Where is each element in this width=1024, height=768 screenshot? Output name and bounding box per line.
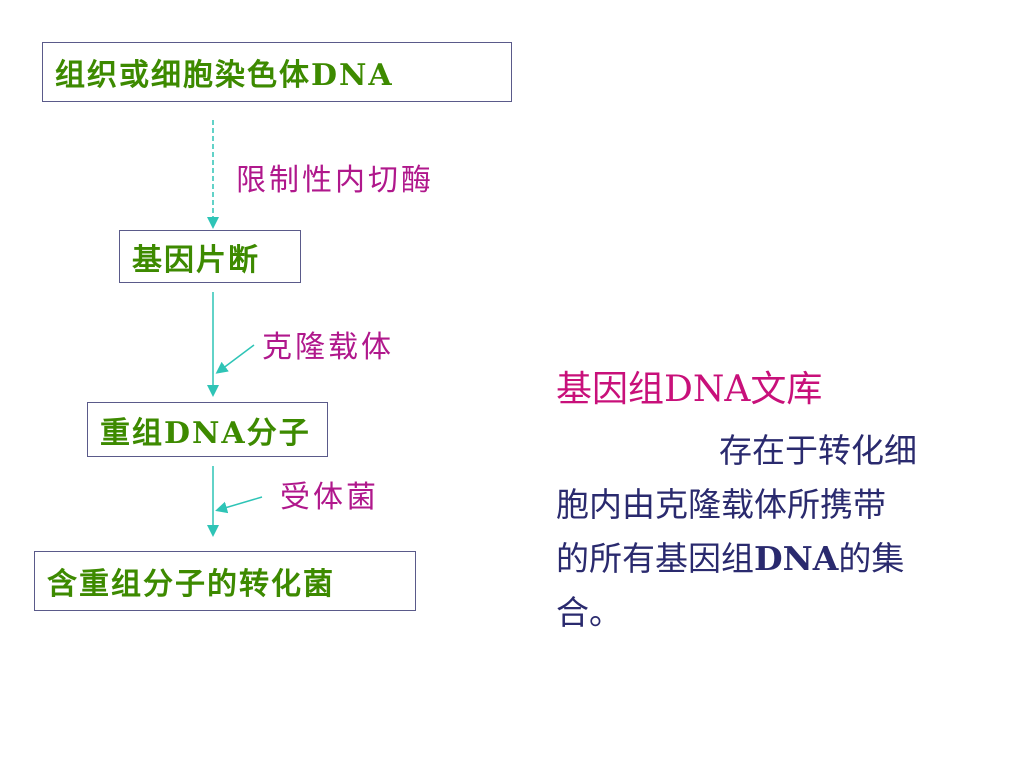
edge-label-cloning-vector: 克隆载体 — [262, 330, 394, 365]
edge-label-restriction-enzyme: 限制性内切酶 — [236, 163, 434, 198]
library-desc-dna: DNA — [754, 539, 839, 578]
edge-label-recipient-bacteria: 受体菌 — [280, 480, 379, 515]
node-chromosome-dna: 组织或细胞染色体DNA — [42, 42, 512, 102]
pointer-recipient-bacteria — [215, 496, 263, 514]
node-gene-fragment: 基因片断 — [119, 230, 301, 283]
pointer-cloning-vector — [215, 344, 255, 374]
library-description: 存在于转化细 胞内由克隆载体所携带 的所有基因组DNA的集 合。 — [556, 424, 976, 640]
library-title: 基因组DNA文库 — [556, 369, 823, 410]
library-desc-line-3-a: 的所有基因组 — [556, 539, 754, 578]
library-desc-line-4: 合。 — [556, 593, 622, 632]
library-desc-line-2: 胞内由克隆载体所携带 — [556, 485, 886, 524]
library-desc-line-3: 的所有基因组DNA的集 — [556, 532, 976, 586]
library-desc-line-1: 存在于转化细 — [719, 431, 917, 470]
library-desc-line-3-b: 的集 — [838, 539, 905, 578]
node-recombinant-dna: 重组DNA分子 — [87, 402, 328, 457]
node-transformed-bacteria: 含重组分子的转化菌 — [34, 551, 416, 611]
